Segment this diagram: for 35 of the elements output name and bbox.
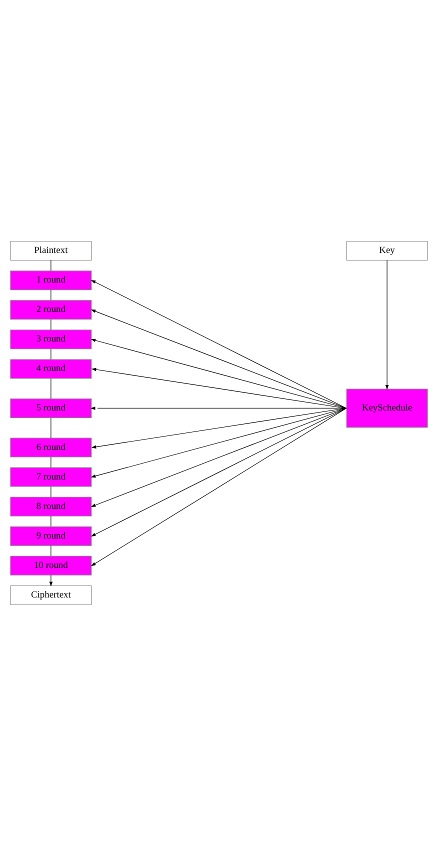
- arrow: [90, 408, 347, 478]
- node-box: Plaintext: [10, 241, 92, 261]
- arrow: [90, 408, 347, 537]
- connector: [50, 378, 52, 399]
- node-box: Ciphertext: [10, 585, 92, 605]
- node-box: KeySchedule: [346, 388, 428, 428]
- connector: [50, 290, 52, 301]
- arrow: [90, 408, 347, 507]
- arrow: [91, 368, 346, 409]
- connector: [50, 418, 52, 438]
- node-box: 2 round: [10, 300, 92, 320]
- node-box: 9 round: [10, 526, 92, 546]
- arrow: [90, 338, 347, 409]
- connector: [50, 545, 52, 556]
- connector: [50, 348, 52, 360]
- connector: [50, 456, 52, 468]
- connector: [50, 260, 52, 272]
- arrow: [90, 280, 347, 409]
- node-box: 8 round: [10, 496, 92, 516]
- arrow: [91, 408, 346, 449]
- node-box: 10 round: [10, 556, 92, 576]
- node-box: 1 round: [10, 270, 92, 290]
- arrow: [385, 260, 389, 390]
- arrow: [90, 408, 347, 566]
- arrow: [49, 574, 53, 586]
- node-box: Key: [346, 241, 428, 261]
- connector: [50, 516, 52, 527]
- node-box: 6 round: [10, 438, 92, 458]
- node-box: 5 round: [10, 398, 92, 418]
- node-box: 7 round: [10, 467, 92, 487]
- node-box: 4 round: [10, 359, 92, 379]
- arrow: [90, 310, 347, 409]
- connector: [50, 319, 52, 330]
- connector: [50, 486, 52, 498]
- node-box: 3 round: [10, 330, 92, 350]
